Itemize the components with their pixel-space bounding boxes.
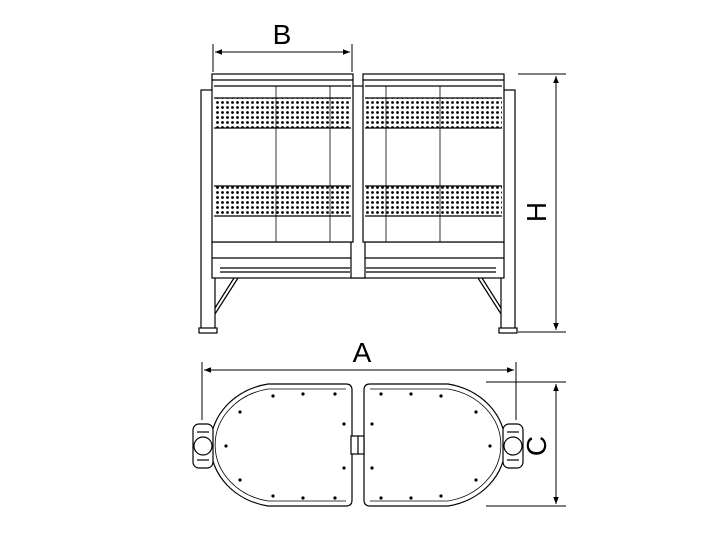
dimension-c: [486, 381, 566, 507]
dimension-c-label: C: [521, 436, 552, 456]
rivets: [224, 392, 492, 500]
dimension-b-label: B: [273, 19, 292, 50]
top-view: [192, 383, 524, 507]
dimension-a: [201, 362, 517, 420]
left-bracket: [192, 423, 214, 469]
dimension-b: [212, 44, 353, 72]
right-half-plan: [363, 383, 507, 507]
right-bracket: [502, 423, 524, 469]
dimension-a-label: A: [353, 337, 372, 368]
leg-braces: [214, 277, 502, 315]
left-half-plan: [209, 383, 353, 507]
left-bin: [211, 73, 354, 243]
dimension-h-label: H: [521, 202, 552, 222]
right-bin: [362, 73, 505, 243]
dimension-h: [518, 73, 566, 333]
front-view: [198, 73, 518, 334]
